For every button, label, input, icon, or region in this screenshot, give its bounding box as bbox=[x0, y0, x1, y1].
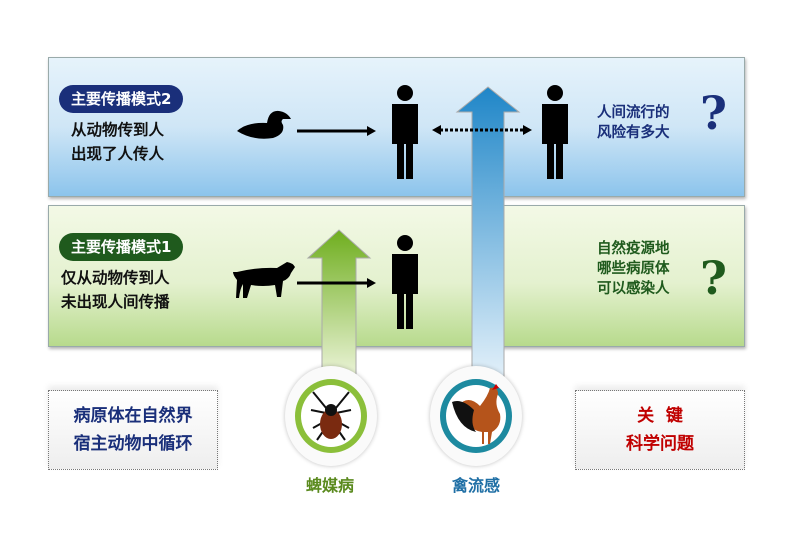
mode-1-badge: 主要传播模式1 bbox=[59, 233, 184, 261]
tick-borne-label: 蜱媒病 bbox=[306, 476, 355, 495]
desc-line: 仅从动物传到人 bbox=[61, 269, 170, 287]
tick-icon bbox=[310, 391, 352, 441]
rooster-icon bbox=[452, 384, 501, 444]
rooster-image bbox=[430, 366, 522, 466]
note-line: 关 键 bbox=[637, 406, 683, 426]
question-line: 风险有多大 bbox=[597, 125, 670, 141]
mode-2-question: 人间流行的 风险有多大 bbox=[597, 103, 670, 143]
question-line: 人间流行的 bbox=[597, 105, 670, 121]
key-question-box: 关 键 科学问题 bbox=[575, 390, 745, 470]
desc-line: 出现了人传人 bbox=[71, 145, 165, 163]
tick-borne-arrow bbox=[306, 229, 372, 381]
arrow-icon bbox=[297, 278, 376, 288]
avian-flu-label: 禽流感 bbox=[452, 476, 501, 495]
question-line: 自然疫源地 bbox=[597, 241, 670, 257]
person-icon bbox=[392, 85, 418, 179]
person-icon bbox=[392, 235, 418, 329]
desc-line: 从动物传到人 bbox=[71, 121, 165, 139]
note-line: 病原体在自然界 bbox=[73, 406, 193, 426]
note-line: 宿主动物中循环 bbox=[73, 434, 193, 454]
mode-1-question: 自然疫源地 哪些病原体 可以感染人 bbox=[597, 239, 670, 299]
question-mark-icon: ? bbox=[700, 251, 727, 305]
question-line: 哪些病原体 bbox=[597, 261, 670, 277]
person-icon bbox=[542, 85, 568, 179]
bull-icon bbox=[233, 262, 295, 298]
desc-line: 未出现人间传播 bbox=[61, 293, 170, 311]
mode-2-description: 从动物传到人 出现了人传人 bbox=[71, 118, 164, 166]
arrow-icon bbox=[297, 126, 376, 136]
avian-flu-arrow bbox=[455, 86, 521, 381]
question-mark-icon: ? bbox=[700, 86, 727, 140]
question-line: 可以感染人 bbox=[597, 281, 670, 297]
transmission-mode-2-panel: 主要传播模式2 从动物传到人 出现了人传人 人间流行的 风险有多大 ? bbox=[48, 57, 745, 197]
mode-2-badge: 主要传播模式2 bbox=[59, 85, 184, 113]
duck-icon bbox=[237, 110, 291, 139]
tick-image bbox=[285, 366, 377, 466]
left-note-box: 病原体在自然界 宿主动物中循环 bbox=[48, 390, 218, 470]
dotted-double-arrow-icon bbox=[432, 125, 532, 135]
note-line: 科学问题 bbox=[626, 434, 694, 454]
mode-1-description: 仅从动物传到人 未出现人间传播 bbox=[61, 266, 170, 314]
